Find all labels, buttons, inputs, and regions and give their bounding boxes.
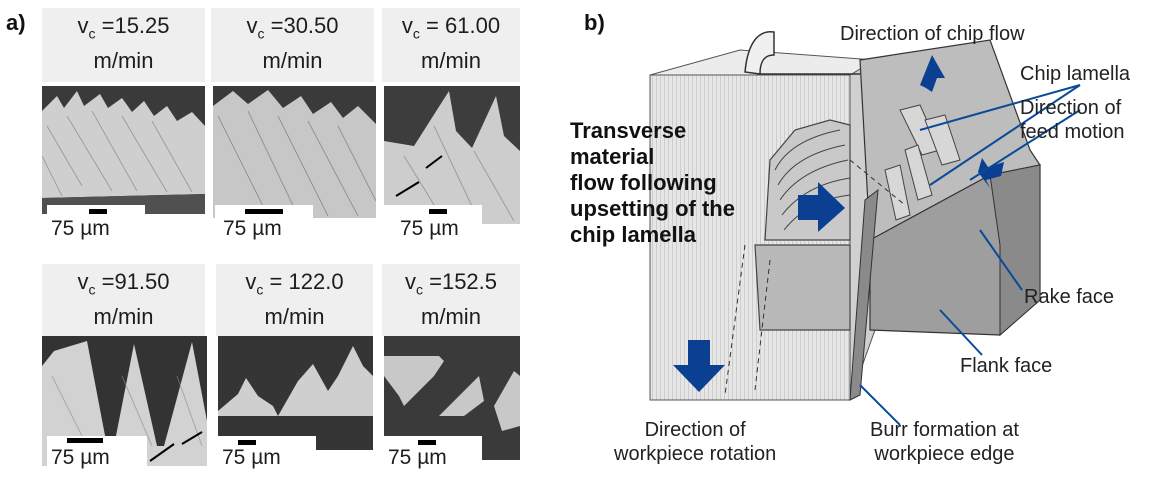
speed-label-5: vc = 122.0 m/min — [216, 264, 373, 336]
panel-b-label: b) — [584, 10, 605, 35]
scale-bar — [89, 209, 107, 214]
speed-unit: m/min — [421, 304, 481, 330]
speed-label-6: vc =152.5 m/min — [382, 264, 520, 336]
scale-text: 75 µm — [51, 446, 110, 469]
micrograph-2 — [213, 86, 376, 218]
micrograph-3 — [384, 86, 520, 224]
speed-label-2: vc =30.50 m/min — [211, 8, 374, 82]
scale-text: 75 µm — [223, 217, 282, 240]
speed-sub: c — [88, 281, 96, 298]
scale-text: 75 µm — [400, 217, 459, 240]
speed-unit: m/min — [262, 48, 323, 74]
speed-var: v — [246, 13, 258, 38]
burr-line-2: workpiece edge — [874, 443, 1015, 465]
scale-bar — [429, 209, 447, 214]
burr — [849, 188, 879, 401]
panel-a-label: a) — [6, 10, 26, 35]
scale-box-6: 75 µm — [384, 436, 482, 472]
workpiece-rotation-label: Direction of workpiece rotation — [614, 418, 776, 466]
speed-value: =30.50 — [270, 13, 339, 38]
leader-lines — [859, 84, 1081, 426]
rotation-line-1: Direction of — [644, 419, 746, 441]
transverse-line-2: material — [570, 144, 655, 169]
scale-text: 75 µm — [222, 446, 281, 469]
speed-value: = 61.00 — [426, 13, 501, 38]
transverse-line-5: chip lamella — [570, 222, 696, 247]
speed-var: v — [77, 13, 89, 38]
speed-value: = 122.0 — [269, 269, 344, 294]
speed-sub: c — [88, 25, 96, 42]
rotation-arrow — [673, 340, 725, 392]
scale-box-2: 75 µm — [215, 205, 313, 241]
speed-var: v — [401, 13, 413, 38]
speed-unit: m/min — [421, 48, 481, 74]
burr-formation-label: Burr formation at workpiece edge — [870, 418, 1019, 466]
chip-flow-label: Direction of chip flow — [840, 23, 1025, 45]
transverse-flow-label: Transverse material flow following upset… — [570, 118, 770, 248]
speed-sub: c — [415, 281, 423, 298]
chip-lamella-label: Chip lamella — [1020, 63, 1131, 85]
speed-var: v — [245, 269, 257, 294]
rotation-line-2: workpiece rotation — [614, 443, 777, 465]
feed-line-1: Direction of — [1020, 97, 1122, 119]
scale-bar — [245, 209, 283, 214]
speed-unit: m/min — [264, 304, 325, 330]
feed-arrow — [978, 158, 1004, 188]
transverse-line-1: Transverse — [570, 118, 687, 143]
chip-flow-arrow — [920, 55, 945, 92]
cutting-tool — [859, 39, 1041, 337]
scale-box-4: 75 µm — [47, 436, 147, 472]
speed-sub: c — [257, 25, 265, 42]
speed-sub: c — [412, 25, 420, 42]
speed-label-1: vc =15.25 m/min — [42, 8, 205, 82]
speed-unit: m/min — [93, 48, 154, 74]
scale-box-5: 75 µm — [218, 436, 316, 472]
speed-unit: m/min — [93, 304, 154, 330]
burr-line-1: Burr formation at — [870, 419, 1019, 441]
scale-bar — [418, 440, 436, 445]
feed-line-2: feed motion — [1020, 121, 1125, 143]
feed-motion-label: Direction of feed motion — [1020, 96, 1125, 144]
speed-value: =15.25 — [101, 13, 170, 38]
speed-label-3: vc = 61.00 m/min — [382, 8, 520, 82]
micrograph-1 — [42, 86, 205, 214]
transverse-line-4: upsetting of the — [570, 196, 735, 221]
scale-bar — [238, 440, 256, 445]
scale-box-1: 75 µm — [47, 205, 145, 241]
speed-value: =152.5 — [429, 269, 498, 294]
micrograph-5 — [218, 336, 373, 450]
chip-curl — [744, 31, 775, 75]
scale-text: 75 µm — [388, 446, 447, 469]
arrow-group — [673, 55, 1004, 392]
scale-box-3: 75 µm — [384, 205, 482, 241]
flank-face-label: Flank face — [960, 355, 1053, 377]
speed-label-4: vc =91.50 m/min — [42, 264, 205, 336]
transverse-line-3: flow following — [570, 170, 717, 195]
speed-var: v — [77, 269, 89, 294]
scale-text: 75 µm — [51, 217, 110, 240]
transverse-arrow — [798, 182, 845, 232]
speed-value: =91.50 — [101, 269, 170, 294]
speed-var: v — [404, 269, 416, 294]
rake-face-label: Rake face — [1024, 286, 1115, 308]
speed-sub: c — [256, 281, 264, 298]
cutting-diagram — [649, 31, 1081, 426]
scale-bar — [67, 438, 103, 443]
